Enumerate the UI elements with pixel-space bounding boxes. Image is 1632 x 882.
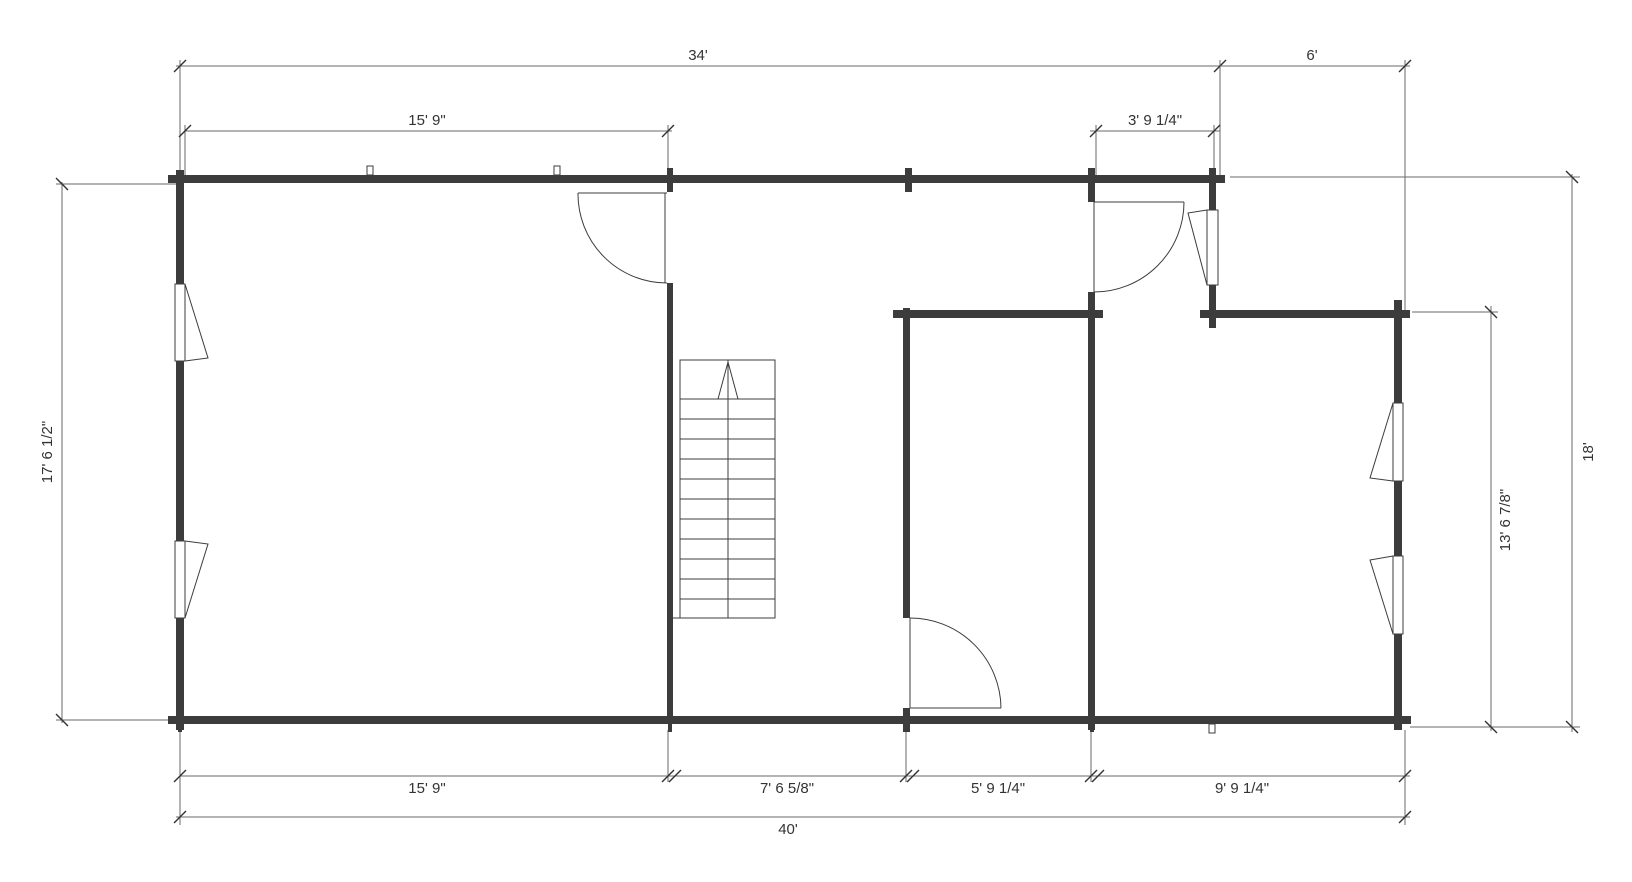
dimension-lines: [55, 59, 1580, 825]
dim-bottom-seg-4: 9' 9 1/4": [1215, 780, 1269, 797]
dim-bottom-seg-1: 15' 9": [408, 780, 445, 797]
dim-bottom-overall: 40': [778, 821, 798, 838]
dim-right-outer-height: 18': [1580, 442, 1597, 462]
dim-top-left-room: 15' 9": [408, 112, 445, 129]
middle-room-door: [909, 617, 1002, 709]
right-window-upper: [1369, 402, 1404, 482]
dim-bottom-seg-2: 7' 6 5/8": [760, 780, 814, 797]
dim-top-overall: 34': [688, 47, 708, 64]
left-window-upper: [174, 283, 209, 362]
dim-bottom-seg-3: 5' 9 1/4": [971, 780, 1025, 797]
dim-top-closet: 3' 9 1/4": [1128, 112, 1182, 129]
dim-top-right: 6': [1306, 47, 1317, 64]
walls: [168, 168, 1411, 732]
staircase: [673, 359, 776, 619]
dim-left-height: 17' 6 1/2": [39, 421, 56, 483]
dim-right-inner-height: 13' 6 7/8": [1497, 489, 1514, 551]
closet-door: [1093, 201, 1185, 293]
stair-arrow-icon: [717, 360, 739, 400]
wall-posts: [178, 165, 1216, 734]
right-window-lower: [1369, 555, 1404, 635]
closet-window: [1187, 209, 1219, 286]
left-room-door: [577, 192, 668, 284]
left-window-lower: [174, 540, 209, 619]
